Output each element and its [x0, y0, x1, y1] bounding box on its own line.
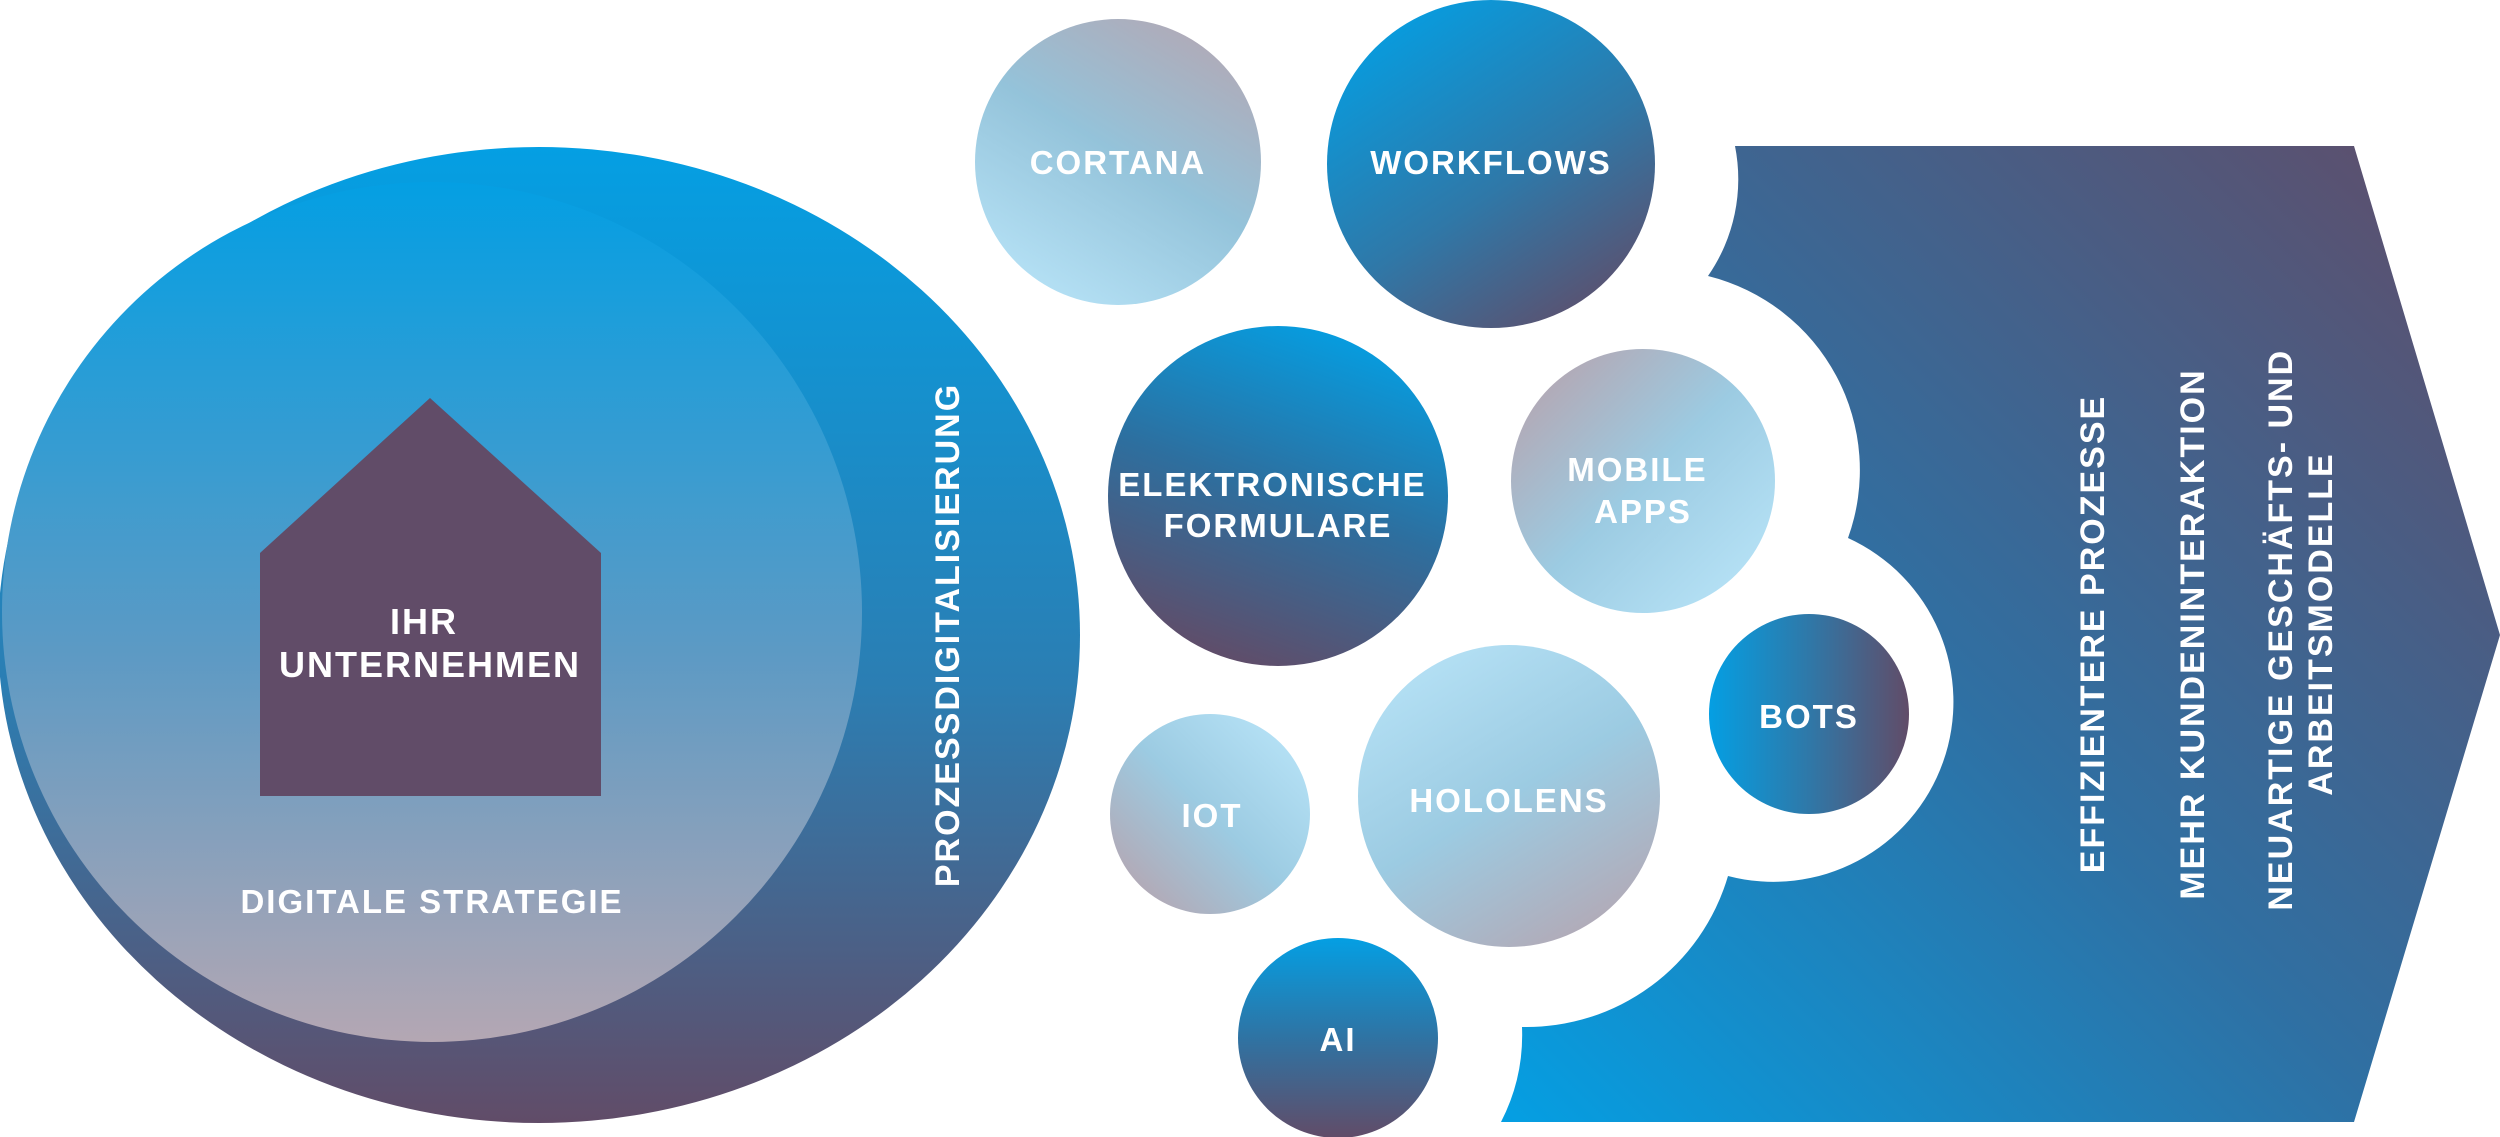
- bubble-forms-line1: ELEKTRONISCHE: [1118, 466, 1426, 503]
- bubble-forms-label: ELEKTRONISCHE FORMULARE: [1118, 466, 1438, 544]
- bubble-iot: [1110, 714, 1310, 914]
- outcome-arrow: [1501, 146, 2500, 1122]
- bubble-hololens-label: HOLOLENS: [1409, 782, 1608, 819]
- outcome-interaction-label: MEHR KUNDENINTERAKTION: [2174, 368, 2212, 899]
- bubble-mobile-apps: [1511, 349, 1775, 613]
- house-shape: [260, 398, 601, 796]
- process-label: PROZESSDIGITALISIERUNG: [929, 383, 967, 887]
- bubble-cortana-label: CORTANA: [1030, 144, 1207, 181]
- bubble-workflows: [1327, 0, 1655, 328]
- bubble-mobile-apps-line1: MOBILE: [1567, 451, 1707, 488]
- bubble-bots: [1709, 614, 1909, 814]
- bubble-forms: [1108, 326, 1448, 666]
- bubble-hololens: [1358, 645, 1660, 947]
- strategy-label: DIGITALE STRATEGIE: [240, 883, 623, 920]
- bubble-ai: [1238, 938, 1438, 1137]
- bubble-mobile-apps-label: MOBILE APPS: [1567, 451, 1719, 530]
- outcome-models-line2: ARBEITSMODELLE: [2302, 452, 2340, 795]
- bubble-bots-label: BOTS: [1759, 698, 1859, 735]
- bubble-ai-label: AI: [1320, 1021, 1357, 1058]
- outcome-models-label: NEUARTIGE GESCHÄFTS- UND ARBEITSMODELLE: [2262, 337, 2340, 910]
- company-label-line1: IHR: [390, 601, 458, 642]
- bubble-workflows-label: WORKFLOWS: [1370, 144, 1612, 181]
- company-label: IHR UNTERNEHMEN: [279, 601, 581, 685]
- company-label-line2: UNTERNEHMEN: [279, 644, 581, 685]
- outcome-models-line1: NEUARTIGE GESCHÄFTS- UND: [2262, 349, 2300, 911]
- outcome-efficiency-label: EFFIZIENTERE PROZESSE: [2074, 395, 2112, 873]
- bubble-mobile-apps-line2: APPS: [1594, 493, 1692, 530]
- bubble-iot-label: IOT: [1182, 797, 1243, 834]
- bubble-forms-line2: FORMULARE: [1164, 507, 1393, 544]
- bubble-cortana: [975, 19, 1261, 305]
